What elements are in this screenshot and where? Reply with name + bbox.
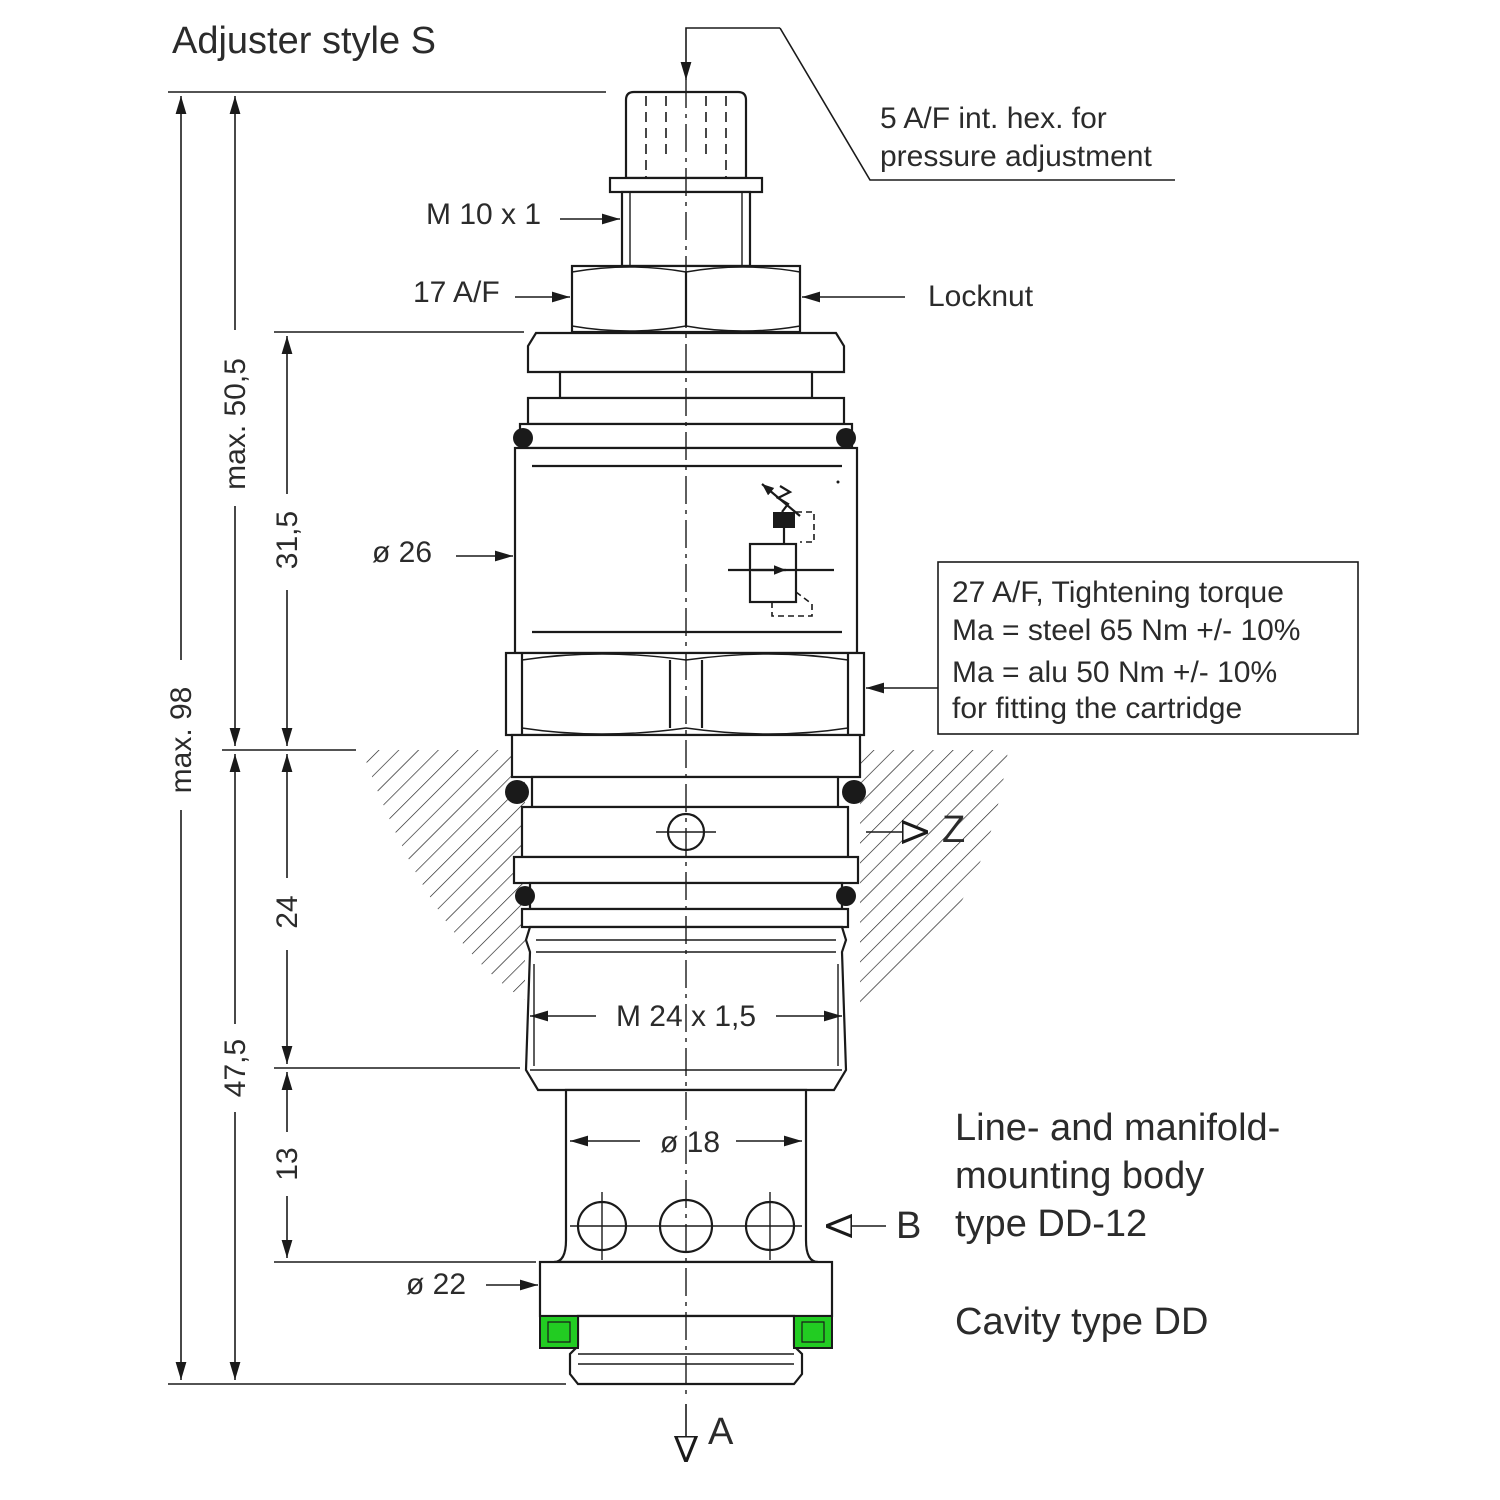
port-b-label: B bbox=[896, 1205, 921, 1247]
diameter-18-label: ø 18 bbox=[660, 1126, 720, 1159]
body-diameter-label: ø 26 bbox=[372, 536, 432, 569]
body-note-line2: mounting body bbox=[955, 1155, 1204, 1197]
torque-note-line4: for fitting the cartridge bbox=[952, 692, 1242, 725]
port-z-label: Z bbox=[942, 809, 965, 851]
body-note-line1: Line- and manifold- bbox=[955, 1107, 1280, 1149]
seal-rings bbox=[539, 1315, 833, 1349]
dim-overall-label: max. 98 bbox=[165, 687, 198, 794]
dim-upper-label: max. 50,5 bbox=[219, 358, 252, 490]
hex-adjust-label-line1: 5 A/F int. hex. for bbox=[880, 102, 1107, 135]
drawing-title: Adjuster style S bbox=[172, 20, 436, 62]
leader-lines bbox=[456, 27, 1175, 1291]
port-a-label: A bbox=[708, 1411, 734, 1453]
diameter-22-label: ø 22 bbox=[406, 1268, 466, 1301]
dim-31-label: 31,5 bbox=[271, 511, 304, 569]
torque-note-line2: Ma = steel 65 Nm +/- 10% bbox=[952, 614, 1301, 647]
thread-main-label: M 24 x 1,5 bbox=[616, 1000, 756, 1033]
torque-note-line1: 27 A/F, Tightening torque bbox=[952, 576, 1284, 609]
hex-adjust-label-line2: pressure adjustment bbox=[880, 140, 1152, 173]
extension-lines bbox=[168, 91, 606, 1385]
nut-af-label: 17 A/F bbox=[413, 276, 500, 309]
thread-top-label: M 10 x 1 bbox=[426, 198, 541, 231]
dim-lower-label: 47,5 bbox=[219, 1039, 252, 1097]
dim-24-label: 24 bbox=[271, 895, 304, 928]
manifold-section-hatch bbox=[362, 750, 1008, 1010]
dim-13-label: 13 bbox=[271, 1147, 304, 1180]
locknut-label: Locknut bbox=[928, 280, 1034, 313]
torque-note-box bbox=[937, 561, 1359, 735]
body-note-line3: type DD-12 bbox=[955, 1203, 1147, 1245]
relief-valve-symbol bbox=[728, 480, 840, 617]
cavity-note: Cavity type DD bbox=[955, 1301, 1208, 1343]
torque-note-line3: Ma = alu 50 Nm +/- 10% bbox=[952, 656, 1277, 689]
dimension-lines bbox=[175, 96, 842, 1380]
